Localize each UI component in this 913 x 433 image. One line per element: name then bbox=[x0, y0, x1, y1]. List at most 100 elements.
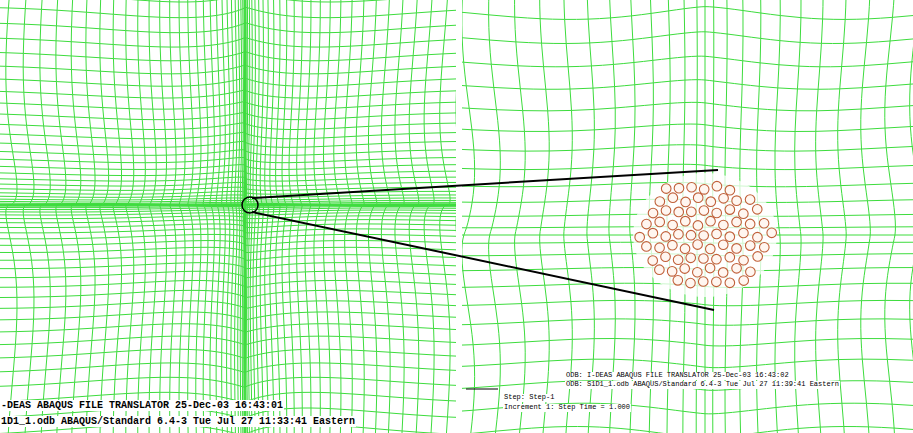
mesh-line bbox=[462, 338, 913, 345]
mesh-line bbox=[126, 0, 134, 433]
mesh-line bbox=[113, 0, 121, 433]
fiber-circle bbox=[739, 209, 749, 219]
fiber-circle bbox=[686, 278, 696, 288]
mesh-line bbox=[0, 0, 456, 2]
mesh-line bbox=[356, 0, 364, 433]
footer-text: Step: Step-1 bbox=[503, 394, 555, 402]
fiber-circle bbox=[699, 254, 709, 264]
mesh-line bbox=[462, 32, 913, 44]
mesh-line bbox=[0, 255, 456, 261]
mesh-line bbox=[297, 0, 303, 433]
fiber-circle bbox=[635, 232, 645, 242]
mesh-line bbox=[0, 23, 456, 33]
mesh-line bbox=[203, 0, 208, 433]
mesh-line bbox=[462, 56, 913, 67]
fiber-circle bbox=[745, 219, 755, 229]
mesh-line bbox=[462, 319, 913, 325]
mesh-line bbox=[462, 124, 913, 131]
mesh-line bbox=[0, 141, 456, 147]
fiber-circle bbox=[693, 240, 703, 250]
mesh-line bbox=[0, 234, 456, 238]
fiber-circle bbox=[642, 242, 652, 252]
fiber-circle bbox=[680, 244, 690, 254]
fiber-region bbox=[633, 173, 777, 297]
mesh-line bbox=[368, 0, 376, 433]
fiber-circle bbox=[706, 216, 716, 226]
mesh-line bbox=[0, 324, 456, 332]
mesh-line bbox=[0, 150, 456, 156]
fiber-circle bbox=[686, 230, 696, 240]
fiber-circle bbox=[753, 252, 763, 262]
fiber-circle bbox=[668, 220, 678, 230]
fiber-circle bbox=[746, 267, 756, 277]
fiber-circle bbox=[732, 196, 742, 206]
fiber-circle bbox=[699, 206, 709, 216]
mesh-line bbox=[149, 0, 156, 433]
mesh-line bbox=[253, 0, 255, 433]
mesh-line bbox=[265, 0, 269, 433]
footer-text: -DEAS ABAQUS FILE TRANSLATOR 25-Dec-03 1… bbox=[0, 400, 284, 411]
mesh-line bbox=[0, 112, 456, 119]
mesh-line bbox=[222, 0, 226, 433]
mesh-line bbox=[462, 102, 913, 111]
fiber-circle bbox=[655, 243, 665, 253]
mesh-line bbox=[630, 0, 635, 433]
fiber-circle bbox=[759, 218, 769, 228]
mesh-line bbox=[564, 0, 573, 433]
mesh-line bbox=[0, 165, 456, 170]
mesh-line bbox=[282, 0, 287, 433]
fiber-circle bbox=[674, 183, 684, 193]
fiber-circle bbox=[725, 252, 735, 262]
mesh-line bbox=[100, 0, 109, 433]
fiber-circle bbox=[661, 206, 671, 216]
fiber-circle bbox=[661, 232, 671, 242]
fiber-circle bbox=[674, 229, 684, 239]
mesh-line bbox=[0, 213, 456, 215]
fiber-circle bbox=[739, 228, 749, 238]
mesh-line bbox=[0, 377, 456, 387]
fiber-circle bbox=[686, 253, 696, 263]
fiber-circle bbox=[725, 232, 735, 242]
fiber-circle bbox=[732, 264, 742, 274]
mesh-line bbox=[0, 123, 456, 130]
mesh-line bbox=[0, 271, 456, 277]
mesh-line bbox=[0, 301, 456, 309]
fiber-circles bbox=[633, 173, 777, 297]
mesh-line bbox=[0, 191, 456, 194]
footer-text: Increment 1: Step Time = 1.000 bbox=[503, 404, 631, 412]
fiber-circle bbox=[655, 217, 665, 227]
fiber-circle bbox=[767, 228, 777, 238]
fiber-circle bbox=[667, 267, 677, 277]
mesh-line bbox=[6, 0, 17, 433]
fiber-circle bbox=[673, 255, 683, 265]
fiber-circle bbox=[698, 277, 708, 287]
fiber-circle bbox=[759, 242, 769, 252]
mesh-line bbox=[0, 220, 456, 223]
fiber-circle bbox=[712, 277, 722, 287]
mesh-line bbox=[0, 336, 456, 345]
fiber-circle bbox=[680, 264, 690, 274]
mesh-line bbox=[587, 0, 594, 433]
mesh-line bbox=[247, 0, 248, 433]
fiber-circle bbox=[725, 205, 735, 215]
mesh-line bbox=[0, 52, 456, 61]
mesh-line bbox=[0, 208, 456, 210]
mesh-line bbox=[0, 200, 456, 202]
mesh-line bbox=[0, 78, 456, 86]
fiber-circle bbox=[693, 221, 703, 231]
fiber-circle bbox=[681, 216, 691, 226]
mesh-left bbox=[0, 0, 456, 433]
mesh-line bbox=[0, 290, 456, 297]
fiber-circle bbox=[732, 244, 742, 254]
mesh-line bbox=[289, 0, 294, 433]
fiber-circle bbox=[706, 197, 716, 207]
fiber-circle bbox=[648, 256, 658, 266]
mesh-line bbox=[0, 224, 456, 228]
zoom-line bbox=[252, 170, 718, 198]
mesh-line bbox=[462, 7, 913, 20]
fiber-circle bbox=[732, 217, 742, 227]
fiber-circle bbox=[718, 240, 728, 250]
mesh-line bbox=[910, 0, 913, 433]
mesh-line bbox=[462, 80, 913, 90]
